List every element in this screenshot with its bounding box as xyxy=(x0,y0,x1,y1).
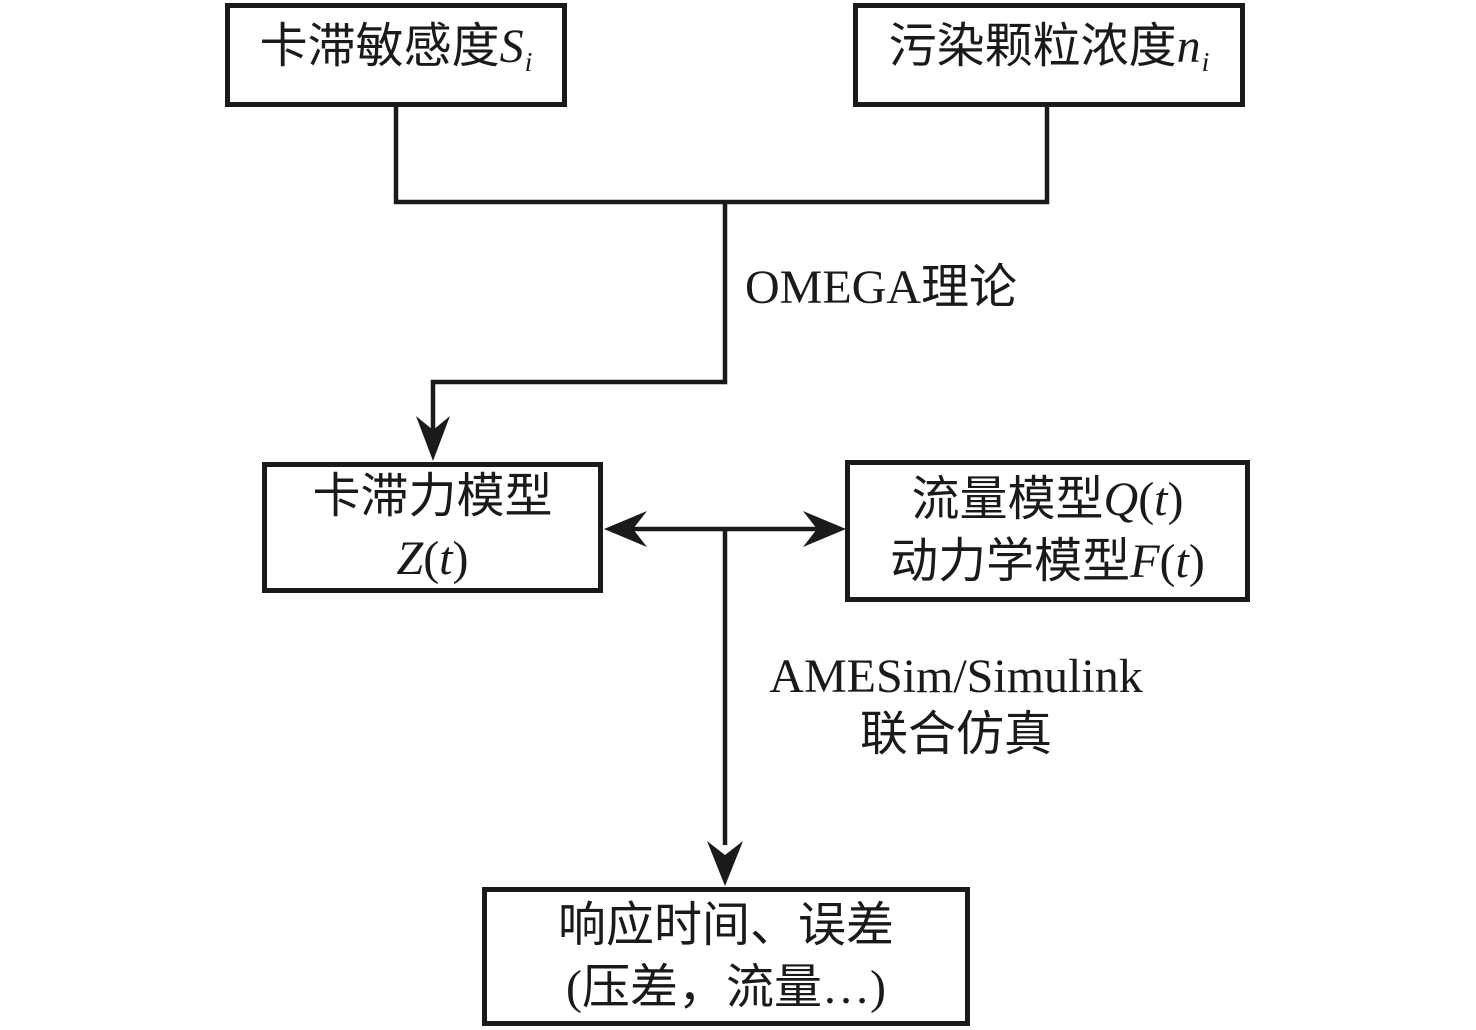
particle-concentration-subscript: i xyxy=(1201,46,1210,78)
node-flow-dynamics-model: 流量模型Q(t) 动力学模型F(t) xyxy=(845,460,1250,602)
arrowhead-left-into-stick-force-model xyxy=(604,511,647,547)
stick-sensitivity-subscript: i xyxy=(524,46,533,78)
node-particle-concentration-label: 污染颗粒浓度ni xyxy=(889,16,1210,93)
stick-force-arg: t xyxy=(439,531,453,585)
dynamics-model-arg: t xyxy=(1175,535,1189,588)
particle-concentration-symbol: n xyxy=(1176,20,1201,74)
arrowhead-into-output xyxy=(707,841,743,886)
dynamics-model-line2: 动力学模型F(t) xyxy=(890,531,1205,593)
dynamics-model-paren-open: ( xyxy=(1159,535,1176,588)
dynamics-model-paren-close: ) xyxy=(1188,535,1205,588)
stick-force-paren-close: ) xyxy=(452,531,469,585)
dynamics-model-text: 动力学模型 xyxy=(890,535,1131,588)
node-particle-concentration: 污染颗粒浓度ni xyxy=(853,3,1245,107)
stick-sensitivity-symbol: S xyxy=(499,20,524,74)
stick-force-symbol: Z xyxy=(396,531,424,585)
node-stick-force-model: 卡滞力模型 Z(t) xyxy=(262,462,603,593)
output-line2: (压差，流量…) xyxy=(566,960,886,1014)
edge-omega-elbow xyxy=(430,200,728,450)
flow-model-line1: 流量模型Q(t) xyxy=(912,469,1184,531)
flow-model-arg: t xyxy=(1154,473,1168,526)
output-line1: 响应时间、误差 xyxy=(557,898,894,952)
stick-sensitivity-text: 卡滞敏感度 xyxy=(259,20,500,74)
edge-merge-bus xyxy=(393,105,1050,205)
dynamics-model-symbol: F xyxy=(1130,535,1160,588)
node-stick-sensitivity: 卡滞敏感度Si xyxy=(225,3,567,107)
particle-concentration-text: 污染颗粒浓度 xyxy=(888,20,1177,74)
flow-model-text: 流量模型 xyxy=(911,473,1104,526)
node-stick-sensitivity-label: 卡滞敏感度Si xyxy=(260,16,533,93)
cosimulation-line2: 联合仿真 xyxy=(859,708,1052,761)
stick-force-paren-open: ( xyxy=(423,531,440,585)
stick-force-model-line2: Z(t) xyxy=(396,528,468,590)
flow-model-paren-open: ( xyxy=(1138,473,1155,526)
edge-label-cosimulation: AMESim/Simulink 联合仿真 xyxy=(740,648,1172,764)
edge-label-omega-theory: OMEGA理论 xyxy=(745,261,1017,314)
flow-model-paren-close: ) xyxy=(1167,473,1184,526)
stick-force-model-line1: 卡滞力模型 xyxy=(312,469,553,523)
cosimulation-line1: AMESim/Simulink xyxy=(769,650,1143,703)
arrowhead-right-into-flow-model xyxy=(803,511,846,547)
flow-model-symbol: Q xyxy=(1103,473,1139,526)
arrowhead-into-stick-force-model xyxy=(416,416,450,461)
node-output: 响应时间、误差 (压差，流量…) xyxy=(482,887,970,1026)
